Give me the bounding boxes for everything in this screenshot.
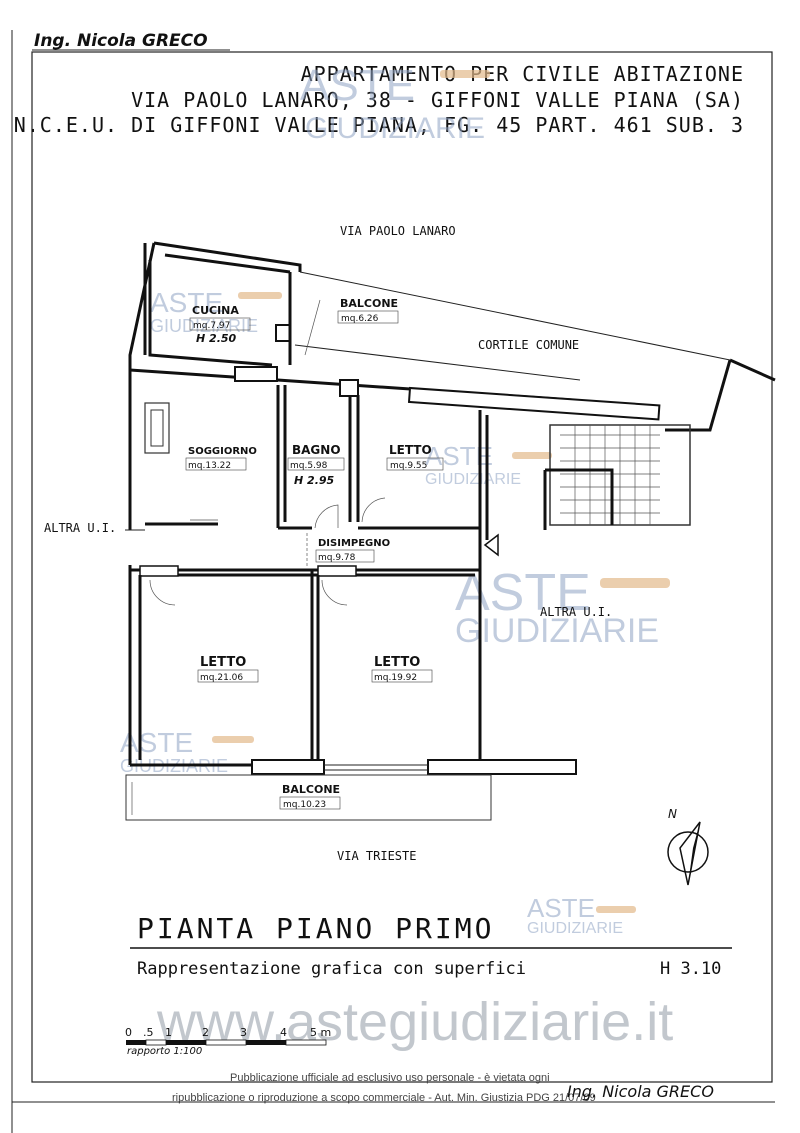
svg-text:LETTO: LETTO: [200, 655, 246, 670]
svg-text:N: N: [668, 807, 677, 821]
svg-text:CUCINA: CUCINA: [192, 304, 239, 317]
room-soggiorno: SOGGIORNO mq.13.22: [185, 446, 257, 471]
svg-text:BAGNO: BAGNO: [292, 443, 341, 457]
svg-text:2: 2: [202, 1026, 209, 1039]
svg-text:GIUDIZIARIE: GIUDIZIARIE: [305, 112, 485, 145]
svg-text:3: 3: [240, 1026, 247, 1039]
staircase: [543, 424, 691, 530]
svg-text:BALCONE: BALCONE: [340, 297, 398, 310]
height-note: H 3.10: [660, 959, 721, 979]
gavel-icon: [212, 70, 670, 913]
room-bagno: BAGNO mq.5.98 H 2.95: [287, 443, 345, 487]
svg-text:GIUDIZIARIE: GIUDIZIARIE: [150, 316, 258, 336]
room-letto-small: LETTO mq.9.55: [386, 443, 444, 471]
author-bottom: Ing. Nicola GRECO: [567, 1082, 714, 1101]
entrance-arrow-icon: [483, 533, 499, 557]
svg-text:ASTE: ASTE: [120, 727, 193, 758]
scale-bar: 0 .5 1 2 3 4 5 m rapporto 1:100: [125, 1026, 331, 1057]
svg-text:0: 0: [125, 1026, 132, 1039]
room-disimpegno: DISIMPEGNO mq.9.78: [306, 533, 390, 568]
header-line-3: N.C.E.U. DI GIFFONI VALLE PIANA, FG. 45 …: [14, 113, 744, 137]
svg-text:SOGGIORNO: SOGGIORNO: [188, 446, 257, 457]
watermark-logo-letto: ASTE GIUDIZIARIE: [425, 441, 521, 488]
svg-text:1: 1: [165, 1026, 172, 1039]
drawing-frame: [31, 51, 773, 1083]
svg-text:H 2.50: H 2.50: [196, 332, 237, 345]
watermark-logo-kitchen: ASTE GIUDIZIARIE: [150, 287, 258, 336]
watermark-logo-center: ASTE GIUDIZIARIE: [455, 564, 659, 650]
svg-text:mq.21.06: mq.21.06: [200, 673, 243, 683]
svg-text:H 2.95: H 2.95: [294, 474, 335, 487]
svg-text:ASTE: ASTE: [425, 441, 493, 471]
svg-text:4: 4: [280, 1026, 287, 1039]
svg-text:BALCONE: BALCONE: [282, 783, 340, 796]
svg-text:LETTO: LETTO: [374, 655, 420, 670]
svg-text:mq.19.92: mq.19.92: [374, 673, 417, 683]
plan-title: PIANTA PIANO PRIMO: [137, 912, 494, 945]
room-letto-left: LETTO mq.21.06: [197, 655, 259, 683]
svg-text:GIUDIZIARIE: GIUDIZIARIE: [527, 920, 623, 937]
svg-text:ASTE: ASTE: [300, 61, 415, 110]
svg-text:mq.13.22: mq.13.22: [188, 461, 231, 471]
street-top: VIA PAOLO LANARO: [340, 224, 456, 238]
svg-text:mq.9.55: mq.9.55: [390, 461, 427, 471]
north-arrow-icon: N: [667, 807, 709, 886]
svg-text:.5: .5: [143, 1026, 154, 1039]
svg-text:mq.5.98: mq.5.98: [290, 461, 328, 471]
svg-text:GIUDIZIARIE: GIUDIZIARIE: [455, 612, 659, 650]
svg-text:rapporto 1:100: rapporto 1:100: [127, 1046, 202, 1057]
watermark-logo-title: ASTE GIUDIZIARIE: [527, 893, 623, 937]
room-balcone-bottom: BALCONE mq.10.23: [279, 783, 341, 810]
header-line-1: APPARTAMENTO PER CIVILE ABITAZIONE: [301, 62, 744, 86]
svg-text:LETTO: LETTO: [389, 443, 432, 457]
svg-text:GIUDIZIARIE: GIUDIZIARIE: [425, 471, 521, 488]
watermark-logo-bottom: ASTE GIUDIZIARIE: [120, 727, 228, 776]
svg-text:ASTE: ASTE: [527, 893, 595, 923]
svg-text:mq.9.78: mq.9.78: [318, 553, 356, 563]
courtyard-label: CORTILE COMUNE: [478, 338, 579, 352]
svg-text:ASTE: ASTE: [455, 564, 591, 622]
plan-walls: [125, 241, 776, 821]
svg-text:mq.7.97: mq.7.97: [193, 321, 230, 331]
street-bottom: VIA TRIESTE: [337, 849, 416, 863]
room-balcone-top: BALCONE mq.6.26: [337, 297, 399, 324]
svg-text:mq.10.23: mq.10.23: [283, 800, 326, 810]
svg-text:5 m: 5 m: [310, 1026, 331, 1039]
footer-line-1: Pubblicazione ufficiale ad esclusivo uso…: [230, 1072, 550, 1084]
altra-ui-left: ALTRA U.I.: [44, 521, 116, 535]
room-cucina: CUCINA mq.7.97 H 2.50: [189, 304, 251, 345]
footer-line-2: ripubblicazione o riproduzione a scopo c…: [172, 1092, 596, 1104]
svg-text:ASTE: ASTE: [150, 287, 223, 318]
header-line-2: VIA PAOLO LANARO, 38 - GIFFONI VALLE PIA…: [131, 88, 744, 112]
altra-ui-right: ALTRA U.I.: [540, 605, 612, 619]
watermark-logo-header: ASTE GIUDIZIARIE: [300, 61, 485, 145]
plan-subtitle: Rappresentazione grafica con superfici: [137, 959, 526, 979]
author-top: Ing. Nicola GRECO: [34, 31, 208, 51]
room-letto-right: LETTO mq.19.92: [371, 655, 433, 683]
svg-text:mq.6.26: mq.6.26: [341, 314, 379, 324]
svg-text:DISIMPEGNO: DISIMPEGNO: [318, 538, 390, 549]
